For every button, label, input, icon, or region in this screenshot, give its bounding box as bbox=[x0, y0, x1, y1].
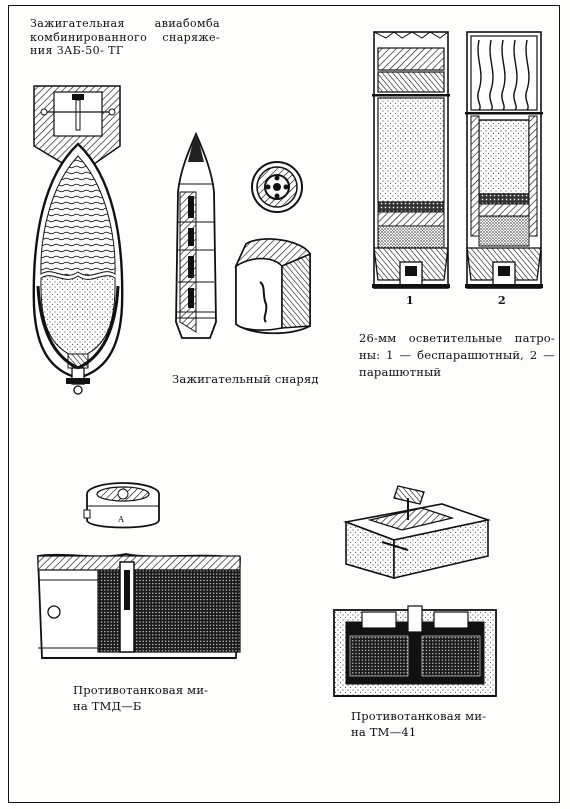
bomb-caption: Зажигательная авиабомба комбинированного… bbox=[30, 17, 220, 58]
tmd-b-small-mine-illustration: А bbox=[83, 482, 160, 529]
bomb-caption-line-2: комбинированного снаряже- bbox=[30, 30, 220, 44]
tmd-b-mine-cutaway-illustration bbox=[37, 553, 241, 659]
flare-cartridge-caption: 26-мм осветительные патро- ны: 1 — беспа… bbox=[359, 330, 555, 381]
tm-41-box-illustration bbox=[343, 485, 491, 580]
flare-caption-line-2: ны: 1 — беспарашютный, 2 — bbox=[359, 348, 555, 362]
tm41-caption-line-1: Противотанковая ми- bbox=[351, 709, 487, 723]
tmd-caption-line-2: на ТМД—Б bbox=[73, 699, 142, 713]
tm-41-mine-cutaway-illustration bbox=[333, 605, 497, 697]
bomb-caption-line-3: ния ЗАБ-50- ТГ bbox=[30, 44, 124, 57]
shell-cross-section-illustration bbox=[251, 161, 303, 213]
incendiary-shell-illustration bbox=[175, 131, 217, 339]
page-border bbox=[8, 5, 560, 803]
tm41-caption-line-2: на ТМ—41 bbox=[351, 725, 417, 739]
bomb-caption-line-1: Зажигательная авиабомба bbox=[30, 17, 220, 30]
flare-label-1: 1 bbox=[406, 294, 414, 307]
incendiary-shell-caption: Зажигательный снаряд bbox=[172, 372, 319, 386]
flare-caption-line-1: 26-мм осветительные патро- bbox=[359, 331, 555, 345]
flare-label-2: 2 bbox=[498, 294, 506, 307]
incendiary-element-cutaway bbox=[234, 238, 312, 335]
tmd-mine-caption: Противотанковая ми- на ТМД—Б bbox=[73, 682, 273, 714]
tmd-caption-line-1: Противотанковая ми- bbox=[73, 683, 209, 697]
flare-caption-line-3: парашютный bbox=[359, 365, 442, 379]
flare-cartridge-2-illustration bbox=[465, 31, 543, 289]
flare-cartridge-1-illustration bbox=[372, 31, 450, 289]
tm41-mine-caption: Противотанковая ми- на ТМ—41 bbox=[351, 708, 551, 740]
incendiary-bomb-illustration bbox=[32, 85, 124, 395]
tmd-small-label: А bbox=[118, 515, 124, 524]
